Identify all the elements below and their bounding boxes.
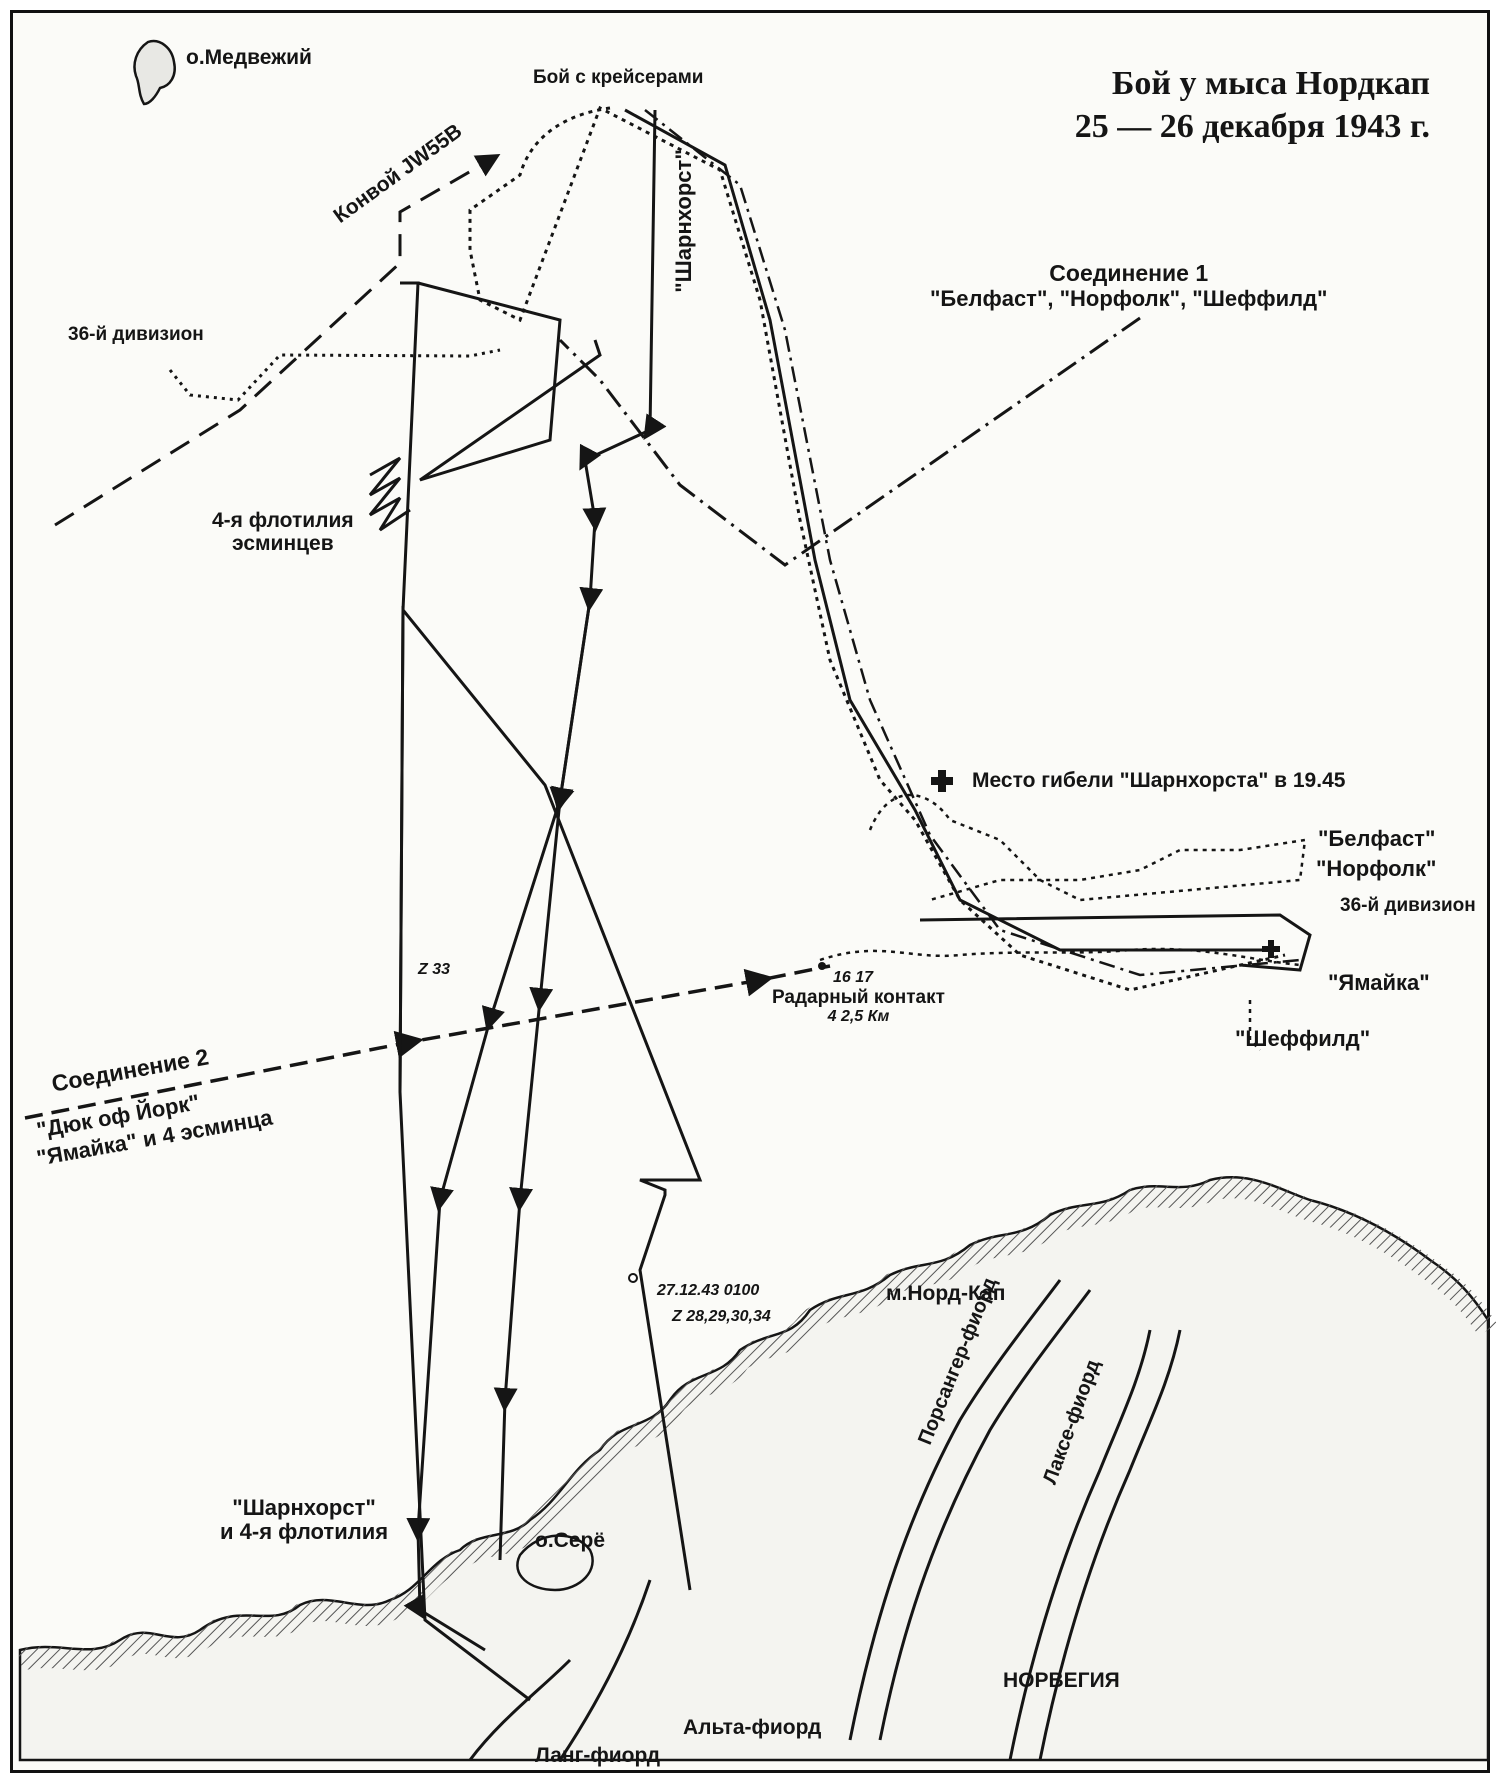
label-belfast: "Белфаст" bbox=[1318, 826, 1436, 851]
label-flotilla4-line1: 4-я флотилия bbox=[212, 509, 354, 532]
force1-track bbox=[558, 316, 1141, 567]
map-title-line1: Бой у мыса Нордкап bbox=[1111, 65, 1430, 102]
label-date-time: 27.12.43 0100 bbox=[657, 1282, 760, 1299]
convoy-track bbox=[54, 153, 501, 527]
label-scharnhorst-fl1: "Шарнхорст" bbox=[232, 1495, 376, 1520]
force2-track bbox=[24, 964, 831, 1120]
label-div36-top: 36-й дивизион bbox=[68, 324, 204, 345]
label-bear-island: о.Медвежий bbox=[186, 46, 312, 69]
label-scharnhorst-flotilla: "Шарнхорст" и 4-я флотилия bbox=[220, 1497, 388, 1543]
label-div36-right: 36-й дивизион bbox=[1340, 895, 1476, 916]
scharnhorst-track bbox=[403, 109, 667, 1652]
label-langfjord: Ланг-фиорд bbox=[535, 1744, 661, 1767]
label-force1-ships: "Белфаст", "Норфолк", "Шеффилд" bbox=[930, 286, 1328, 311]
label-north-cape: м.Норд-Кап bbox=[886, 1282, 1006, 1305]
label-z-list: Z 28,29,30,34 bbox=[672, 1308, 771, 1325]
label-force1-name: Соединение 1 bbox=[1049, 260, 1209, 286]
label-force1: Соединение 1 "Белфаст", "Норфолк", "Шефф… bbox=[930, 262, 1327, 310]
label-time-1617: 16 17 bbox=[833, 969, 874, 986]
label-norway: НОРВЕГИЯ bbox=[1003, 1669, 1120, 1692]
label-radar-range: 4 2,5 Км bbox=[827, 1008, 890, 1025]
map-title-line2: 25 — 26 декабря 1943 г. bbox=[1074, 107, 1430, 145]
label-z33: Z 33 bbox=[418, 961, 451, 978]
div36-track bbox=[168, 348, 501, 402]
destroyer-wedge-icon bbox=[368, 456, 411, 532]
label-flotilla4: 4-я флотилия эсминцев bbox=[212, 510, 354, 554]
label-altafjord: Альта-фиорд bbox=[683, 1716, 822, 1739]
label-scharnhorst-track: "Шарнхорст" bbox=[670, 149, 696, 293]
sinking-cross-icon bbox=[931, 770, 1280, 958]
bear-island-icon bbox=[133, 39, 176, 106]
label-flotilla4-line2: эсминцев bbox=[232, 532, 334, 555]
label-soroy: о.Серё bbox=[535, 1529, 606, 1552]
label-radar-contact: Радарный контакт 4 2,5 Км bbox=[772, 988, 945, 1025]
label-jamaica: "Ямайка" bbox=[1328, 970, 1430, 995]
norway-coast bbox=[17, 1176, 1498, 1762]
label-sinking-place: Место гибели "Шарнхорста" в 19.45 bbox=[972, 769, 1346, 792]
radar-contact-point bbox=[818, 962, 826, 970]
label-scharnhorst-fl2: и 4-я флотилия bbox=[220, 1519, 389, 1544]
label-sheffield: "Шеффилд" bbox=[1235, 1026, 1371, 1051]
label-cruiser-battle: Бой с крейсерами bbox=[533, 67, 704, 88]
map-title: Бой у мыса Нордкап 25 — 26 декабря 1943 … bbox=[1075, 63, 1430, 148]
label-norfolk: "Норфолк" bbox=[1316, 856, 1437, 881]
label-radar-contact-text: Радарный контакт bbox=[772, 987, 945, 1008]
